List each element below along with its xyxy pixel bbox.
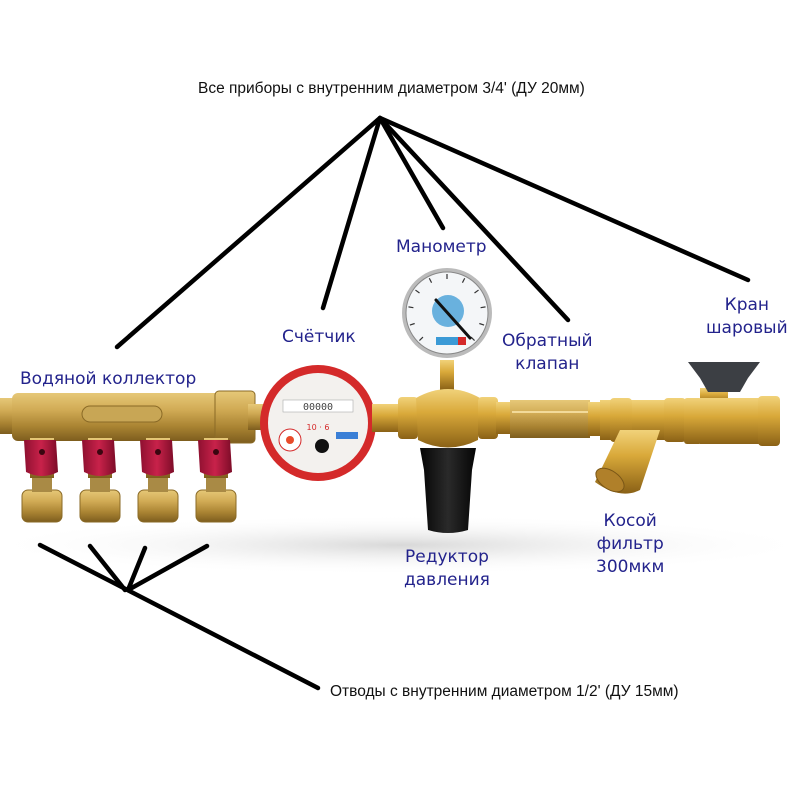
manometer xyxy=(402,268,492,358)
label-ball-valve: Кран шаровый xyxy=(706,295,788,338)
outlet-red-handle xyxy=(198,440,232,476)
water-meter: 00000 10 · 6 xyxy=(248,365,376,481)
leader-manometer xyxy=(377,115,446,231)
leader-check-valve xyxy=(377,115,571,323)
check-valve-body xyxy=(510,400,590,438)
gauge-tick xyxy=(480,306,486,309)
ball-valve-body xyxy=(700,398,762,444)
svg-text:10 · 6: 10 · 6 xyxy=(307,423,330,432)
leader-meter xyxy=(320,115,383,311)
outlet-fitting xyxy=(195,489,237,523)
gauge-tick xyxy=(474,289,479,294)
label-collector: Водяной коллектор xyxy=(20,369,197,389)
gauge-tick xyxy=(408,306,414,309)
caption-top: Все приборы с внутренним диаметром 3/4' … xyxy=(198,80,585,97)
ball-valve-handle xyxy=(688,362,760,392)
caption-bottom: Отводы с внутренним диаметром 1/2' (ДУ 1… xyxy=(330,683,679,700)
collector-emblem xyxy=(81,405,163,423)
leader-ball-valve xyxy=(377,115,751,283)
outlet-fitting xyxy=(21,489,63,523)
gauge-tick xyxy=(418,336,424,342)
leader-outlets-main xyxy=(37,542,321,691)
floor-shadow xyxy=(0,515,800,575)
gauge-tick xyxy=(415,289,420,294)
outlet-red-handle xyxy=(82,440,116,476)
gauge-tick xyxy=(409,322,415,326)
gauge-tick xyxy=(461,277,466,283)
label-meter: Счётчик xyxy=(282,327,356,347)
check-valve xyxy=(496,400,604,438)
meter-star-wheel xyxy=(315,439,329,453)
leader-lines-top xyxy=(114,115,751,350)
collector-outlet xyxy=(21,438,63,523)
outlet-red-handle xyxy=(140,440,174,476)
gauge-tick xyxy=(470,336,476,342)
leader-outlet-2 xyxy=(87,543,128,593)
ball-valve xyxy=(684,362,780,446)
collector-outlet xyxy=(195,438,237,523)
manometer-needle xyxy=(434,298,472,340)
outlet-fitting xyxy=(79,489,121,523)
leader-collector xyxy=(114,115,383,350)
outlet-fitting xyxy=(137,489,179,523)
manometer-stem xyxy=(440,360,454,390)
label-check-valve: Обратный клапан xyxy=(502,331,593,374)
label-manometer: Манометр xyxy=(396,237,487,257)
leader-lines-bottom xyxy=(37,542,321,691)
label-filter: Косой фильтр 300мкм xyxy=(596,511,665,577)
gauge-tick xyxy=(479,322,485,326)
leader-outlet-4 xyxy=(125,543,210,593)
pressure-reducer xyxy=(372,360,498,533)
leader-outlet-3 xyxy=(125,545,148,593)
collector-outlet xyxy=(137,438,179,523)
y-strainer xyxy=(595,398,686,494)
gauge-tick xyxy=(428,277,433,283)
meter-digits: 00000 xyxy=(303,402,333,413)
outlet-red-handle xyxy=(24,440,58,476)
water-collector xyxy=(0,390,256,523)
collector-outlet xyxy=(79,438,121,523)
label-reducer: Редуктор давления xyxy=(404,547,490,590)
reducer-cap xyxy=(420,448,476,533)
